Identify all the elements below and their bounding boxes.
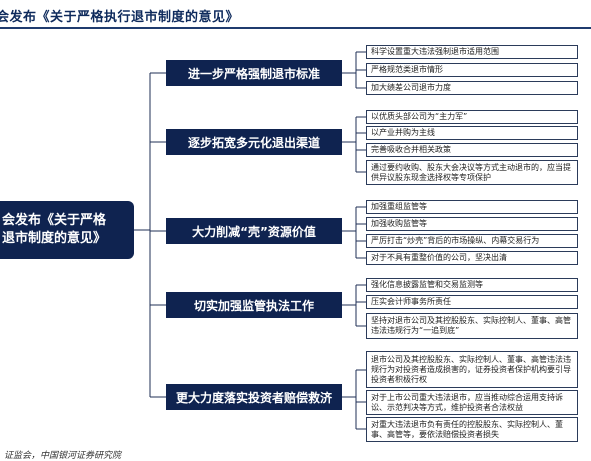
leaf-item: 对于不具有重整价值的公司，坚决出清 — [366, 251, 578, 265]
page-title: 会发布《关于严格执行退市制度的意见》 — [0, 10, 240, 25]
root-label-line1: 会发布《关于严格 — [2, 213, 107, 228]
leaf-item: 强化信息披露监管和交易监测等 — [366, 278, 578, 292]
title-divider — [0, 27, 591, 29]
leaf-item: 对于上市公司重大违法退市，应当推动综合运用支持诉讼、示范判决等方式，维护投资者合… — [366, 390, 578, 415]
branch-node-investor-compensation: 更大力度落实投资者赔偿救济 — [166, 384, 342, 410]
leaf-item: 科学设置重大违法强制退市适用范围 — [366, 45, 578, 59]
leaf-item: 以优质头部公司为“主力军” — [366, 110, 578, 124]
leaf-item: 压实会计师事务所责任 — [366, 295, 578, 309]
source-note: 证监会，中国银河证券研究院 — [4, 451, 122, 461]
leaf-item: 完善吸收合并相关政策 — [366, 143, 578, 157]
root-label-line2: 退市制度的意见》 — [2, 231, 107, 246]
leaf-item: 严格规范类退市情形 — [366, 63, 578, 77]
leaf-item: 退市公司及其控股股东、实际控制人、董事、高管违法违规行为对投资者造成损害的，证券… — [366, 351, 578, 388]
leaf-item: 加强收购监管等 — [366, 217, 578, 231]
leaf-item: 通过要约收购、股东大会决议等方式主动退市的，应当提供异议股东现金选择权等专项保护 — [366, 160, 578, 185]
leaf-item: 坚持对退市公司及其控股股东、实际控制人、董事、高管违法违规行为“一追到底” — [366, 313, 578, 339]
leaf-item: 以产业并购为主线 — [366, 126, 578, 140]
branch-node-shell-value: 大力削减“壳”资源价值 — [166, 218, 342, 244]
root-node: 会发布《关于严格 退市制度的意见》 — [0, 201, 134, 259]
leaf-item: 加强重组监管等 — [366, 200, 578, 214]
leaf-item: 加大绩差公司退市力度 — [366, 81, 578, 95]
branch-node-exit-channels: 逐步拓宽多元化退出渠道 — [166, 129, 342, 155]
branch-node-strict-delisting: 进一步严格强制退市标准 — [166, 60, 342, 86]
leaf-item: 严厉打击“炒壳”背后的市场操纵、内幕交易行为 — [366, 234, 578, 248]
branch-node-supervision: 切实加强监管执法工作 — [166, 292, 342, 318]
leaf-item: 对重大违法退市负有责任的控股股东、实际控制人、董事、高管等，要依法赔偿投资者损失 — [366, 417, 578, 442]
